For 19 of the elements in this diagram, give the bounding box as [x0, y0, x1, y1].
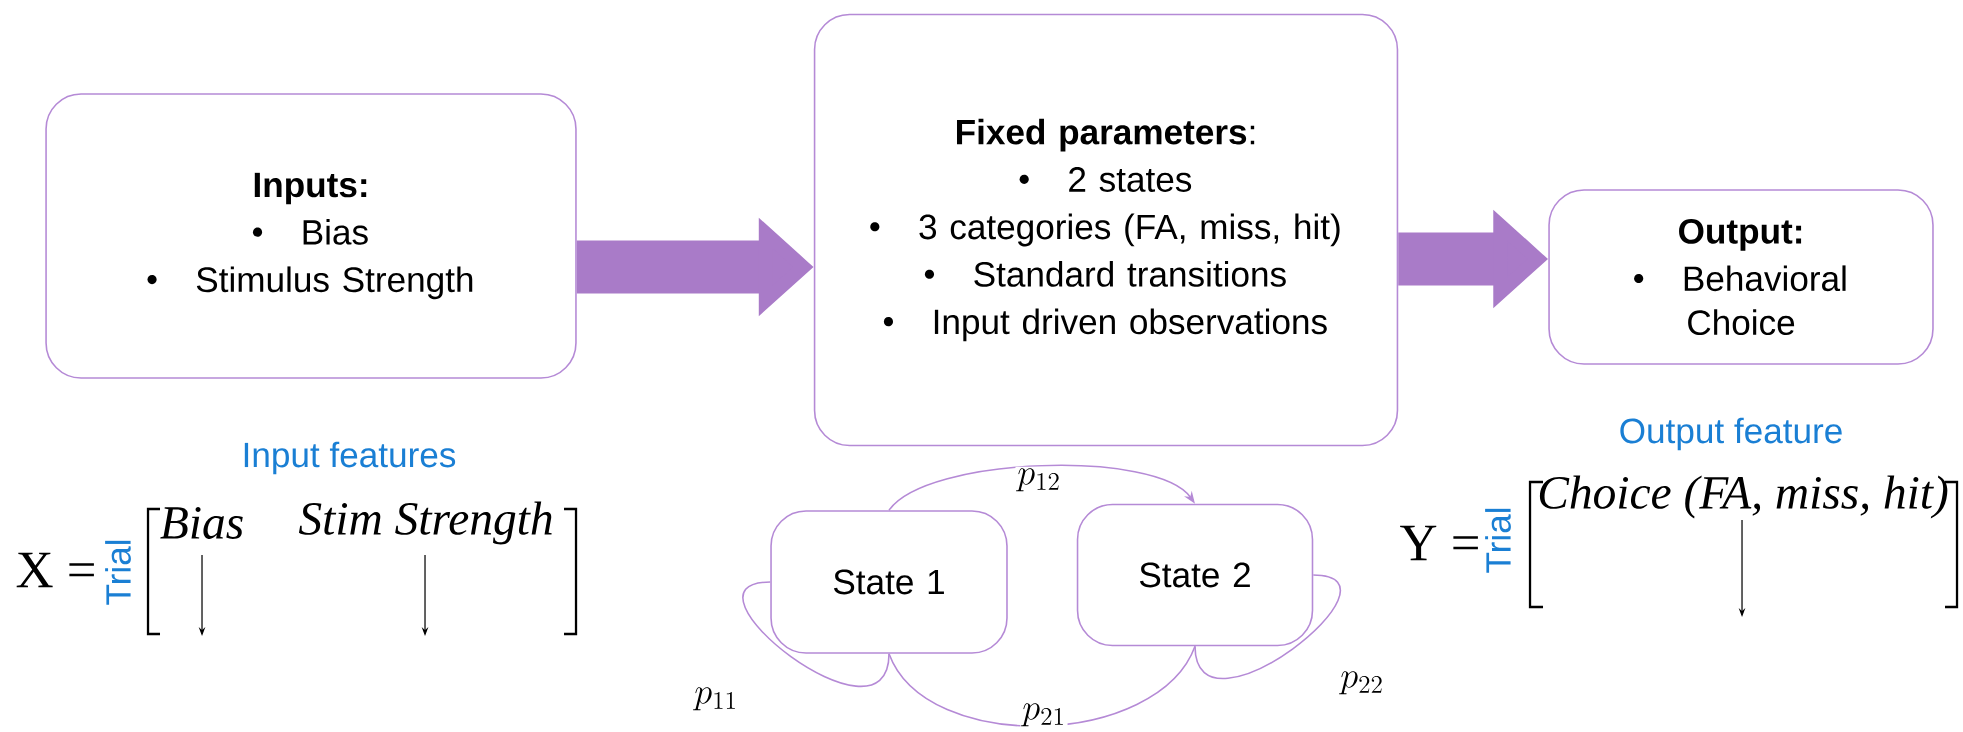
matrix-name: Y = [1400, 525, 1478, 561]
edge-label: $p_{21}$ [1020, 701, 1068, 729]
state-box: State 1 [770, 510, 1008, 654]
edge-label: $p_{22}$ [1338, 669, 1386, 697]
edge-label: $p_{12}$ [1015, 466, 1063, 494]
axis-label: Trial [105, 540, 131, 605]
matrix-entry: Choice (FA, miss, hit) [1539, 475, 1948, 519]
transition-arrow [888, 464, 1195, 511]
process-box: Fixed parameters: 2 states 3 categories (FA, miss, hit) Standard transitions Input driven observations [813, 13, 1399, 447]
process-box: Inputs: Bias Stimulus Strength [45, 93, 577, 379]
heading-label: Input features [244, 441, 456, 475]
edge-label: $p_{11}$ [692, 685, 740, 713]
process-box: Output: Behavioral Choice [1548, 189, 1934, 365]
matrix-name: X = [16, 552, 94, 588]
heading-label: Output feature [1620, 417, 1842, 451]
state-box: State 2 [1076, 503, 1314, 647]
axis-label: Trial [1485, 508, 1511, 573]
matrix-entry: Bias [160, 507, 243, 539]
matrix-entry: Stim Strength [298, 501, 552, 545]
